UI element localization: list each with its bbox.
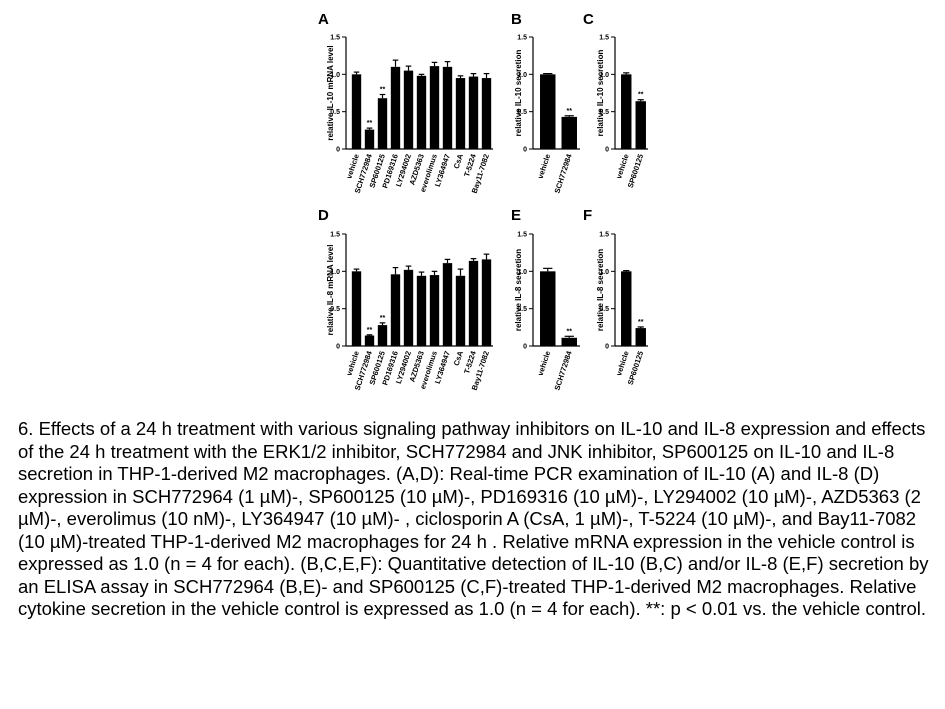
y-tick-label: 1.0: [599, 72, 609, 79]
y-tick-label: 1.5: [517, 35, 527, 42]
y-tick-label: 0: [336, 344, 340, 351]
bar: [561, 337, 577, 346]
bar: [442, 263, 453, 346]
y-tick-label: 1.5: [599, 232, 609, 239]
bar: [351, 74, 362, 149]
y-tick-label: 1.0: [517, 269, 527, 276]
y-axis-label: relative IL-10 mRNA level: [326, 45, 335, 140]
x-tick-label: CsA: [452, 152, 465, 170]
panel-letter: C: [583, 11, 594, 28]
y-tick-label: 1.5: [599, 35, 609, 42]
y-tick-label: 0: [523, 147, 527, 154]
bar: [377, 325, 388, 346]
bar: [540, 74, 556, 149]
y-tick-label: 1.0: [599, 269, 609, 276]
panel-letter: F: [583, 207, 592, 224]
y-tick-label: 0: [336, 147, 340, 154]
bar: [561, 116, 577, 149]
bar: [635, 328, 646, 346]
bar: [403, 269, 414, 346]
significance-label: **: [638, 92, 644, 99]
bar: [621, 74, 632, 149]
y-axis-label: relative IL-10 secretion: [514, 50, 523, 137]
bar: [442, 66, 453, 149]
bar: [635, 101, 646, 149]
y-tick-label: 0.5: [599, 109, 609, 116]
y-axis-label: relative IL-8 mRNA level: [326, 245, 335, 336]
bar: [455, 275, 466, 346]
significance-label: **: [638, 319, 644, 326]
panel-letter: A: [318, 11, 329, 28]
x-tick-label: vehicle: [536, 350, 552, 377]
y-tick-label: 0.5: [330, 306, 340, 313]
bar: [621, 271, 632, 346]
bar: [468, 260, 479, 346]
significance-label: **: [380, 315, 386, 322]
bar: [481, 78, 492, 149]
bar: [455, 78, 466, 149]
bar: [429, 66, 440, 149]
bar: [390, 66, 401, 149]
bar: [351, 271, 362, 346]
x-tick-label: vehicle: [536, 153, 552, 180]
bar: [416, 75, 427, 149]
panel-letter: E: [511, 207, 521, 224]
significance-label: **: [367, 327, 373, 334]
bar: [468, 76, 479, 149]
bar: [377, 98, 388, 149]
y-tick-label: 0.5: [517, 306, 527, 313]
x-tick-label: CsA: [452, 349, 465, 367]
bar: [416, 275, 427, 346]
panel-letter: D: [318, 207, 329, 224]
y-tick-label: 0: [523, 344, 527, 351]
y-tick-label: 0.5: [599, 306, 609, 313]
y-tick-label: 1.0: [330, 72, 340, 79]
y-tick-label: 1.5: [330, 232, 340, 239]
significance-label: **: [380, 86, 386, 93]
y-tick-label: 0.5: [517, 109, 527, 116]
y-tick-label: 1.5: [330, 35, 340, 42]
bar: [364, 129, 375, 149]
bar: [403, 70, 414, 149]
y-axis-label: relative IL-10 secretion: [596, 50, 605, 137]
x-tick-label: SCH772984: [552, 152, 573, 194]
x-tick-label: SCH772984: [552, 349, 573, 391]
significance-label: **: [367, 120, 373, 127]
significance-label: **: [567, 108, 573, 115]
figure-caption: 6. Effects of a 24 h treatment with vari…: [18, 418, 929, 619]
bar: [540, 271, 556, 346]
y-axis-label: relative IL-8 secretion: [514, 249, 523, 331]
bar: [390, 274, 401, 346]
bar: [364, 335, 375, 346]
y-tick-label: 1.0: [330, 269, 340, 276]
significance-label: **: [567, 328, 573, 335]
panel-letter: B: [511, 11, 522, 28]
y-tick-label: 0: [605, 344, 609, 351]
y-tick-label: 1.0: [517, 72, 527, 79]
y-tick-label: 0: [605, 147, 609, 154]
bar: [481, 259, 492, 346]
y-tick-label: 1.5: [517, 232, 527, 239]
y-tick-label: 0.5: [330, 109, 340, 116]
bar: [429, 275, 440, 346]
y-axis-label: relative IL-8 secretion: [596, 249, 605, 331]
